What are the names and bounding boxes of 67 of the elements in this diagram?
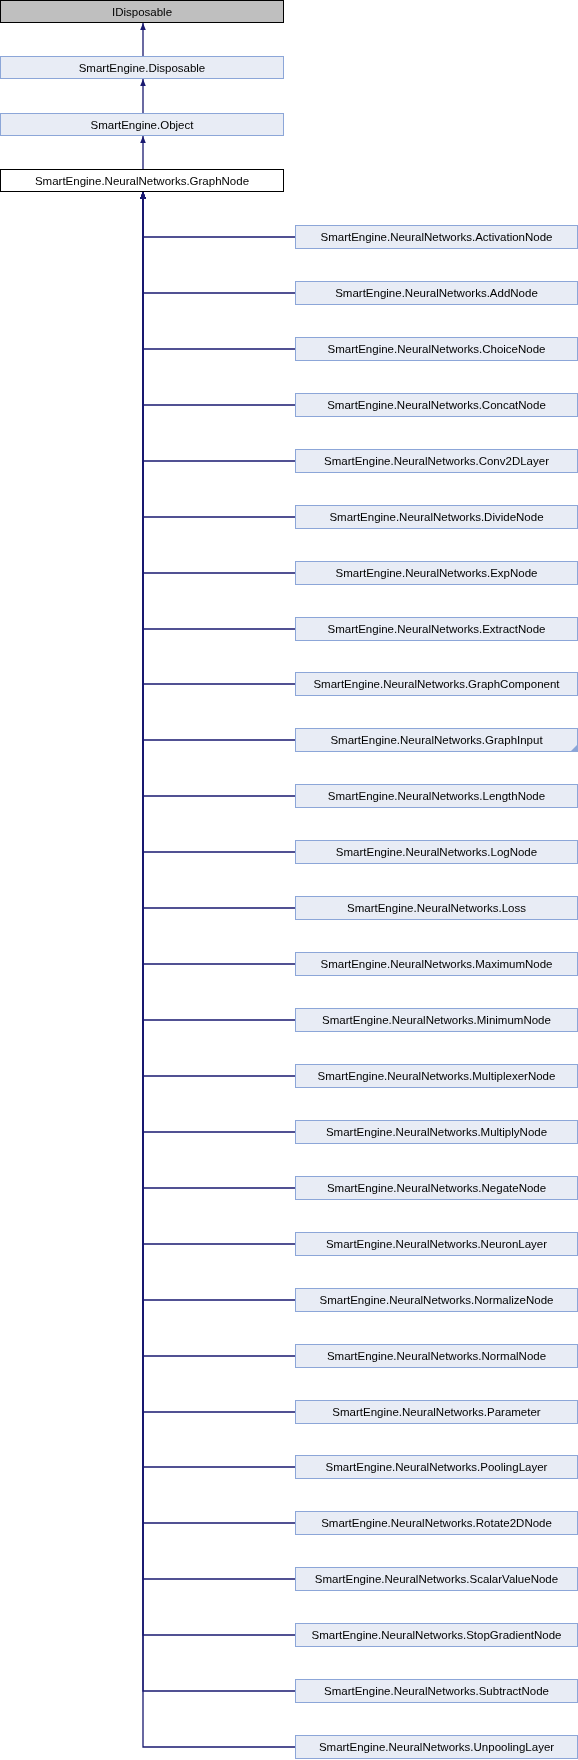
- derived-class-box: [295, 896, 578, 920]
- derived-class-box: [295, 1455, 578, 1479]
- derived-class-box: [295, 1623, 578, 1647]
- class-name: SmartEngine.NeuralNetworks.GraphComponent: [313, 678, 560, 690]
- derived-class-box: [295, 840, 578, 864]
- derived-class-box: [295, 1064, 578, 1088]
- derived-class-box: [295, 1511, 578, 1535]
- derived-class-box: [295, 561, 578, 585]
- derived-class-box: [295, 784, 578, 808]
- class-name: SmartEngine.NeuralNetworks.MinimumNode: [322, 1014, 551, 1026]
- derived-class-box: [295, 952, 578, 976]
- class-name: IDisposable: [111, 5, 173, 18]
- derived-class-box: [295, 505, 578, 529]
- class-name: SmartEngine.NeuralNetworks.ExtractNode: [327, 623, 546, 635]
- interface-box: [0, 0, 284, 23]
- class-name: SmartEngine.NeuralNetworks.NegateNode: [326, 1182, 547, 1194]
- derived-class-box: [295, 1344, 578, 1368]
- class-box: [0, 56, 284, 79]
- inheritance-arrow: [140, 135, 146, 170]
- class-name: SmartEngine.NeuralNetworks.StopGradientNode: [311, 1629, 562, 1641]
- class-name: SmartEngine.NeuralNetworks.ActivationNode: [320, 231, 553, 243]
- derived-class-box: [295, 1400, 578, 1424]
- derived-class-box: [295, 1288, 578, 1312]
- class-name: SmartEngine.NeuralNetworks.LogNode: [335, 846, 538, 858]
- derived-class-box: [295, 449, 578, 473]
- derived-class-box: [295, 1008, 578, 1032]
- derived-class-box: [295, 1567, 578, 1591]
- class-name: SmartEngine.NeuralNetworks.Conv2DLayer: [324, 455, 549, 467]
- current-class-box: [0, 169, 284, 192]
- derived-class-box: [295, 225, 578, 249]
- derived-class-box: [295, 1232, 578, 1256]
- class-name: SmartEngine.NeuralNetworks.NormalNode: [326, 1350, 547, 1362]
- derived-class-box: [295, 672, 578, 696]
- class-name: SmartEngine.NeuralNetworks.MultiplexerNode: [317, 1070, 556, 1082]
- class-name: SmartEngine.NeuralNetworks.DivideNode: [329, 511, 544, 523]
- class-name: SmartEngine.NeuralNetworks.PoolingLayer: [325, 1461, 548, 1473]
- derived-class-box: [295, 617, 578, 641]
- inheritance-arrow: [140, 78, 146, 114]
- class-name: SmartEngine.NeuralNetworks.ScalarValueNode: [314, 1573, 559, 1585]
- class-name: SmartEngine.NeuralNetworks.ConcatNode: [327, 399, 546, 411]
- class-name: SmartEngine.NeuralNetworks.NormalizeNode: [319, 1294, 554, 1306]
- derived-class-box: [295, 393, 578, 417]
- derived-class-box: [295, 1679, 578, 1703]
- class-name: SmartEngine.NeuralNetworks.MultiplyNode: [325, 1126, 548, 1138]
- class-name: SmartEngine.NeuralNetworks.Loss: [347, 902, 526, 914]
- derived-class-box: [295, 281, 578, 305]
- class-name: SmartEngine.NeuralNetworks.Parameter: [332, 1406, 541, 1418]
- derived-class-box: [295, 1120, 578, 1144]
- class-name: SmartEngine.NeuralNetworks.GraphNode: [34, 174, 250, 187]
- class-name: SmartEngine.NeuralNetworks.GraphInput: [330, 734, 543, 746]
- class-name: SmartEngine.NeuralNetworks.LengthNode: [327, 790, 546, 802]
- derived-class-box: [295, 728, 578, 752]
- class-name: SmartEngine.NeuralNetworks.UnpoolingLayer: [318, 1741, 555, 1753]
- derived-class-box: [295, 337, 578, 361]
- inheritance-arrow: [140, 22, 146, 57]
- class-name: SmartEngine.NeuralNetworks.MaximumNode: [320, 958, 553, 970]
- class-name: SmartEngine.NeuralNetworks.ChoiceNode: [327, 343, 546, 355]
- class-name: SmartEngine.NeuralNetworks.SubtractNode: [324, 1685, 549, 1697]
- class-box: [0, 113, 284, 136]
- class-name: SmartEngine.Disposable: [78, 61, 206, 74]
- class-name: SmartEngine.NeuralNetworks.Rotate2DNode: [321, 1517, 552, 1529]
- class-name: SmartEngine.NeuralNetworks.AddNode: [335, 287, 538, 299]
- derived-class-box: [295, 1735, 578, 1759]
- derived-class-box: [295, 1176, 578, 1200]
- class-name: SmartEngine.NeuralNetworks.NeuronLayer: [325, 1238, 548, 1250]
- class-name: SmartEngine.Object: [90, 118, 194, 131]
- class-name: SmartEngine.NeuralNetworks.ExpNode: [335, 567, 538, 579]
